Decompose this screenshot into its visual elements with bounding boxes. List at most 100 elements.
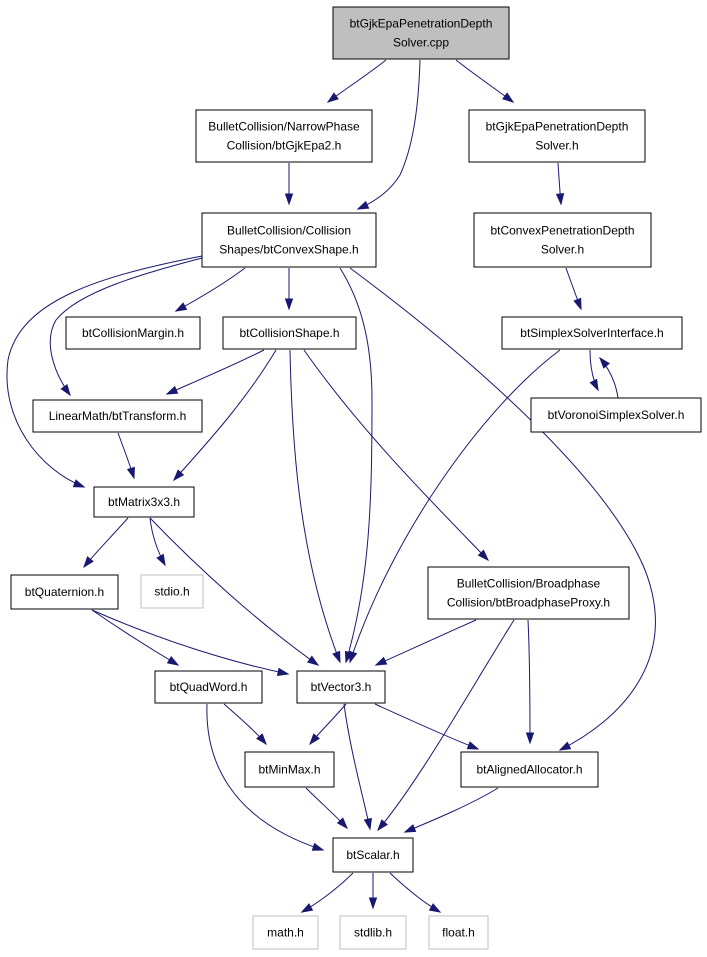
node-box — [93, 486, 195, 518]
node-stdio[interactable]: stdio.h — [140, 574, 204, 609]
arrowhead-icon — [573, 297, 582, 311]
node-label: Collision/btBroadphaseProxy.h — [447, 596, 610, 610]
node-label: btMatrix3x3.h — [108, 495, 180, 509]
node-btBroadphaseProxy[interactable]: BulletCollision/BroadphaseCollision/btBr… — [427, 566, 630, 620]
node-box — [296, 670, 386, 704]
node-math[interactable]: math.h — [252, 915, 319, 950]
arrowhead-icon — [377, 819, 388, 832]
node-label: Collision/btGjkEpa2.h — [227, 139, 342, 153]
edge-line — [91, 609, 289, 675]
edge-btQuaternion-to-btQuadWord — [91, 609, 180, 666]
edge-btScalar-to-math — [300, 872, 354, 913]
edge-btConvexShape-to-btMatrix3x3 — [6, 255, 203, 488]
node-label: btSimplexSolverInterface.h — [520, 326, 663, 340]
node-btConvexShape[interactable]: BulletCollision/CollisionShapes/btConvex… — [201, 212, 377, 268]
node-btSimplexSolverInterface[interactable]: btSimplexSolverInterface.h — [501, 316, 683, 350]
node-btVector3[interactable]: btVector3.h — [296, 670, 386, 704]
arrowhead-icon — [60, 384, 71, 397]
arrowhead-icon — [72, 479, 86, 488]
node-label: Solver.h — [535, 139, 578, 153]
arrowhead-icon — [309, 733, 320, 746]
edge-btMatrix3x3-to-stdio — [149, 517, 166, 567]
node-float[interactable]: float.h — [428, 915, 489, 950]
edge-root-to-btConvexShape — [356, 59, 421, 210]
node-btGjkEpa2[interactable]: BulletCollision/NarrowPhaseCollision/btG… — [195, 109, 373, 163]
node-label: stdlib.h — [354, 926, 392, 940]
arrowhead-icon — [374, 656, 388, 666]
node-label: Solver.cpp — [393, 36, 449, 50]
edge-btMatrix3x3-to-btVector3 — [149, 517, 320, 666]
arrowhead-icon — [306, 655, 320, 666]
node-box — [473, 212, 652, 268]
node-label: Solver.h — [541, 243, 584, 257]
edge-line — [91, 609, 179, 666]
edge-btTransform-to-btMatrix3x3 — [117, 432, 135, 480]
arrowhead-icon — [326, 92, 339, 103]
edge-btConvexShape-to-btTransform — [49, 257, 203, 397]
node-btQuadWord[interactable]: btQuadWord.h — [154, 670, 263, 704]
edge-btVoronoiSimplexSolver-to-btSimplexSolverInterface — [599, 356, 619, 399]
arrowhead-icon — [502, 92, 515, 103]
node-label: btQuaternion.h — [25, 585, 104, 599]
arrowhead-icon — [368, 897, 378, 910]
arrowhead-icon — [555, 193, 565, 206]
edge-btVector3-to-btAlignedAllocator — [374, 703, 480, 750]
edge-btConvexPDS-to-btSimplexSolverInterface — [565, 267, 582, 311]
arrowhead-icon — [349, 650, 358, 664]
node-box — [140, 574, 204, 609]
node-btQuaternion[interactable]: btQuaternion.h — [10, 574, 119, 610]
node-btCollisionShape[interactable]: btCollisionShape.h — [222, 316, 357, 350]
node-box — [252, 915, 319, 950]
arrowhead-icon — [284, 298, 294, 311]
arrowhead-icon — [589, 378, 599, 392]
edge-btScalar-to-stdlib — [368, 873, 378, 910]
arrowhead-icon — [599, 356, 610, 369]
edge-line — [357, 59, 421, 210]
node-box — [332, 837, 414, 873]
edge-line — [303, 349, 489, 561]
node-label: LinearMath/btTransform.h — [49, 409, 187, 423]
arrowhead-icon — [256, 733, 267, 746]
edge-line — [404, 787, 499, 833]
node-btTransform[interactable]: LinearMath/btTransform.h — [32, 399, 203, 433]
arrowhead-icon — [558, 741, 572, 751]
edge-line — [6, 255, 203, 488]
node-box — [468, 109, 646, 163]
node-label: btScalar.h — [346, 848, 399, 862]
node-box — [339, 915, 407, 950]
arrowhead-icon — [174, 302, 188, 312]
arrowhead-icon — [165, 385, 179, 395]
node-btScalar[interactable]: btScalar.h — [332, 837, 414, 873]
node-label: math.h — [267, 926, 304, 940]
node-stdlib[interactable]: stdlib.h — [339, 915, 407, 950]
edge-line — [175, 267, 246, 312]
edge-btCollisionShape-to-btTransform — [165, 349, 265, 395]
edge-line — [327, 59, 387, 103]
nodes-layer: btGjkEpaPenetrationDepthSolver.cppBullet… — [10, 6, 702, 950]
edge-btQuadWord-to-btMinMax — [223, 703, 267, 746]
edge-line — [206, 703, 324, 851]
node-label: stdio.h — [154, 585, 189, 599]
edge-btBroadphaseProxy-to-btScalar — [377, 619, 515, 832]
node-btAlignedAllocator[interactable]: btAlignedAllocator.h — [460, 751, 599, 788]
node-box — [501, 316, 683, 350]
node-btMatrix3x3[interactable]: btMatrix3x3.h — [93, 486, 195, 518]
node-btCollisionMargin[interactable]: btCollisionMargin.h — [65, 316, 201, 350]
node-btVoronoiSimplexSolver[interactable]: btVoronoiSimplexSolver.h — [530, 397, 702, 433]
arrowhead-icon — [276, 667, 290, 676]
node-btMinMax[interactable]: btMinMax.h — [244, 751, 335, 788]
node-box — [427, 566, 630, 620]
arrowhead-icon — [126, 466, 135, 480]
edge-btQuaternion-to-btVector3 — [91, 609, 290, 676]
edge-line — [289, 349, 341, 663]
node-box — [10, 574, 119, 610]
node-label: btMinMax.h — [258, 763, 320, 777]
edge-btCollisionShape-to-btMatrix3x3 — [172, 349, 277, 482]
edge-line — [527, 619, 531, 744]
node-label: Shapes/btConvexShape.h — [219, 243, 358, 257]
edge-btAlignedAllocator-to-btScalar — [403, 787, 499, 833]
